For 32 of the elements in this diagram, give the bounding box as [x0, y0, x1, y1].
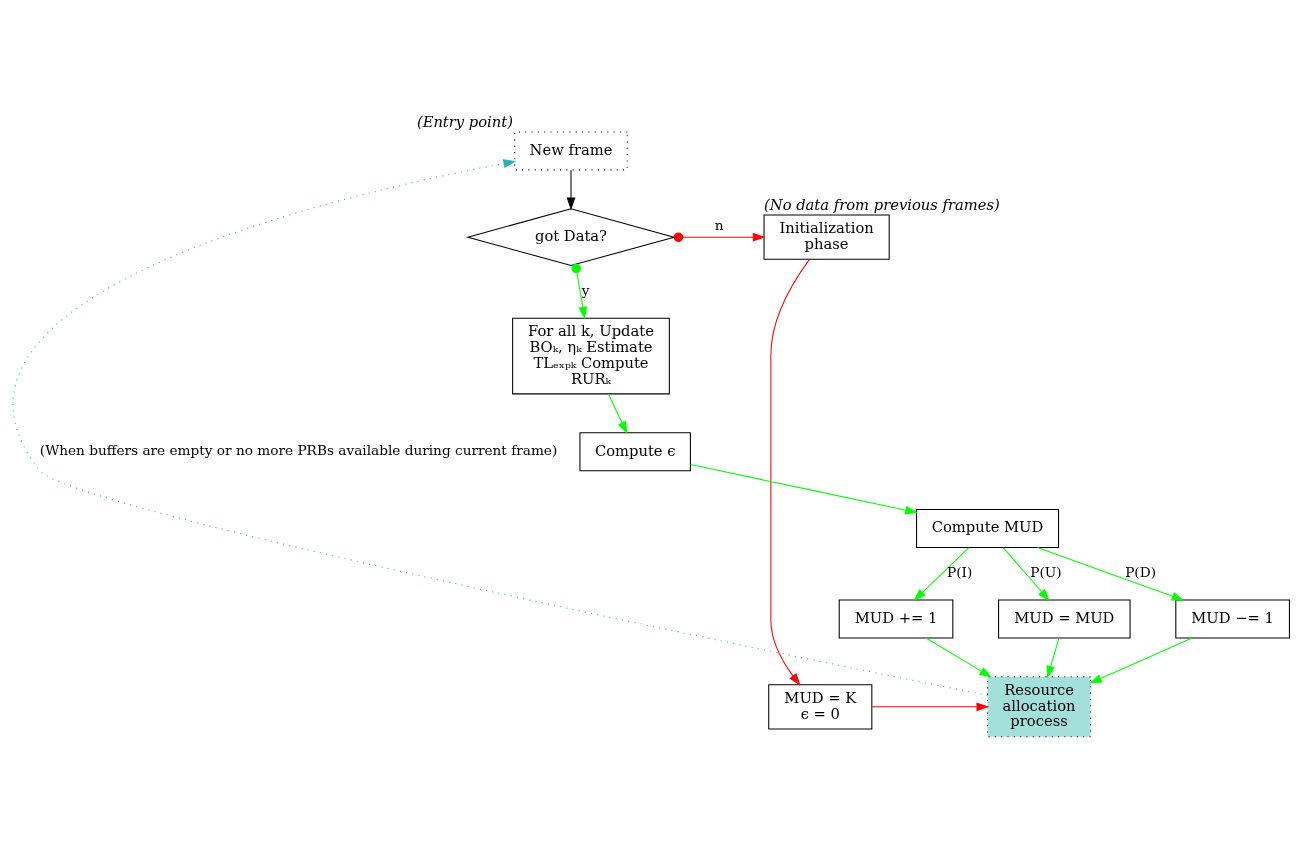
node-box: Compute ϵ [579, 432, 691, 472]
arrow [690, 464, 918, 515]
node-box: Compute MUD [916, 509, 1060, 548]
edge-label: n [714, 217, 724, 234]
node-label: (Entry point) [416, 112, 513, 130]
arrow [1089, 637, 1193, 684]
arrow [770, 259, 810, 686]
node-box: Initialization phase [763, 214, 890, 260]
node-box: New frame [514, 131, 628, 171]
edge-label: P(U) [1030, 564, 1062, 581]
arrow [566, 169, 576, 211]
arrow [673, 232, 766, 242]
arrow [913, 547, 970, 602]
edge-label: P(D) [1125, 564, 1156, 581]
node-diamond: got Data? [465, 208, 677, 267]
edge-label: P(I) [947, 564, 973, 581]
arrow [1002, 547, 1050, 602]
node-box: MUD −= 1 [1175, 599, 1290, 639]
node-box: Resource allocation process [987, 676, 1092, 738]
edge-label: y [581, 282, 590, 299]
node-box: For all k, Update BOₖ, ηₖ Estimate TLₑₓₚₖ Compute RURₖ [512, 317, 670, 395]
node-box: MUD = K ϵ = 0 [768, 684, 873, 730]
arrow [607, 393, 628, 435]
arrow [1036, 547, 1185, 601]
arrow [871, 702, 990, 712]
arrow [571, 263, 588, 320]
node-box: MUD = MUD [998, 599, 1131, 639]
node-label: (No data from previous frames) [764, 196, 1000, 214]
arrow [1046, 637, 1060, 679]
edge-label: (When buffers are empty or no more PRBs available during current frame) [39, 442, 558, 459]
arrow [925, 637, 992, 678]
node-box: MUD += 1 [838, 599, 954, 639]
